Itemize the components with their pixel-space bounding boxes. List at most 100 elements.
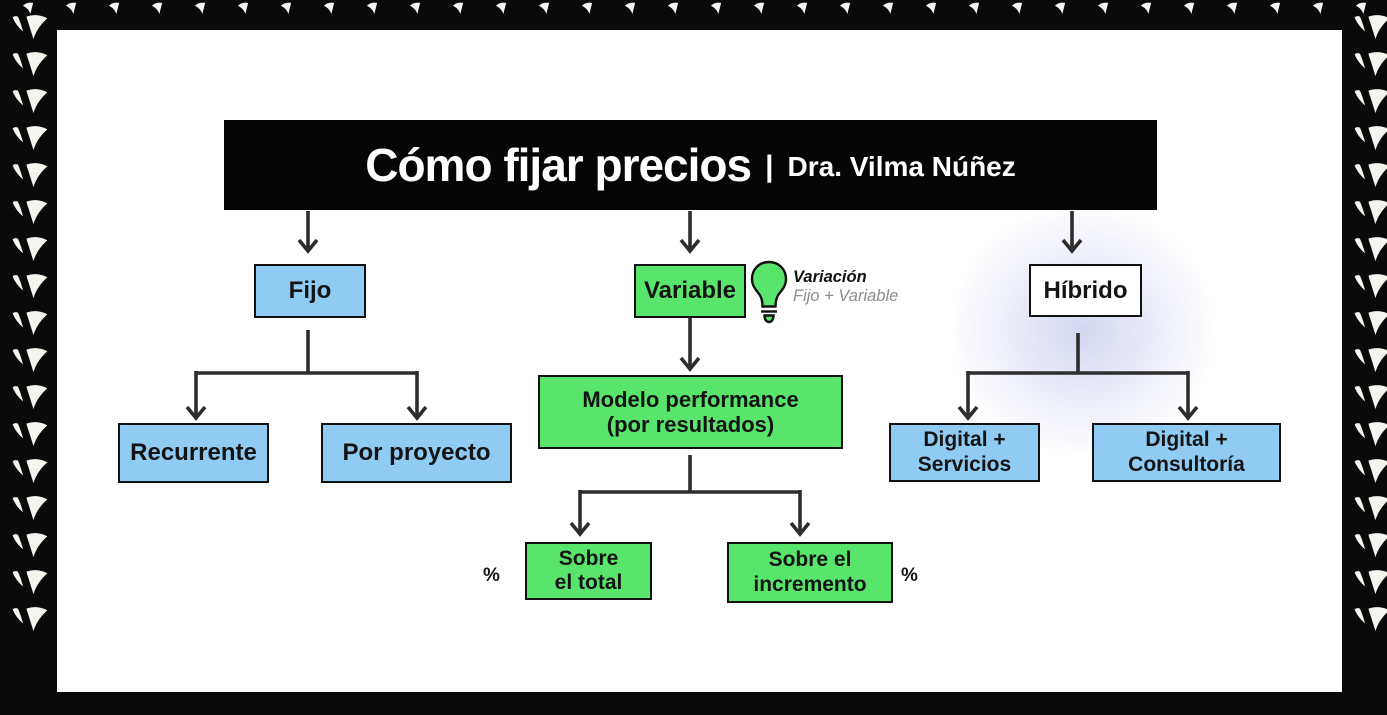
v7-brand-glyph-icon [12, 459, 48, 484]
v7-brand-glyph-icon [1354, 52, 1387, 77]
node-recurrente-label: Recurrente [130, 439, 257, 467]
node-modelo-performance-line2: (por resultados) [606, 412, 775, 437]
tick-mark-icon [495, 2, 507, 15]
node-recurrente: Recurrente [118, 423, 269, 483]
title-divider: | [765, 150, 774, 183]
node-modelo-performance: Modelo performance (por resultados) [538, 375, 843, 449]
tick-mark-icon [1226, 2, 1238, 15]
tick-mark-icon [1097, 2, 1109, 15]
v7-brand-glyph-icon [1354, 422, 1387, 447]
tick-mark-icon [151, 2, 163, 15]
percent-right-label: % [901, 565, 918, 586]
v7-brand-glyph-icon [12, 126, 48, 151]
v7-brand-glyph-icon [1354, 237, 1387, 262]
v7-brand-glyph-icon [1354, 89, 1387, 114]
v7-brand-glyph-icon [12, 311, 48, 336]
lightbulb-icon [750, 260, 788, 324]
v7-brand-glyph-icon [1354, 163, 1387, 188]
v7-brand-glyph-icon [1354, 570, 1387, 595]
v7-brand-glyph-icon [1354, 348, 1387, 373]
v7-brand-glyph-icon [1354, 496, 1387, 521]
node-sobre-el-total-line2: el total [554, 571, 623, 594]
tick-mark-icon [237, 2, 249, 15]
node-digital-consultoria-line2: Consultoría [1128, 452, 1245, 476]
v7-brand-glyph-icon [12, 52, 48, 77]
v7-brand-glyph-icon [1354, 311, 1387, 336]
tick-mark-icon [925, 2, 937, 15]
v7-brand-glyph-icon [12, 237, 48, 262]
tick-mark-icon [108, 2, 120, 15]
tick-mark-icon [710, 2, 722, 15]
tick-mark-icon [1054, 2, 1066, 15]
tick-mark-icon [452, 2, 464, 15]
tick-mark-icon [538, 2, 550, 15]
v7-brand-glyph-icon [12, 348, 48, 373]
node-sobre-el-incremento-line2: incremento [753, 572, 867, 596]
tick-mark-icon [1183, 2, 1195, 15]
page-title: Cómo fijar precios [365, 139, 752, 191]
tick-mark-icon [581, 2, 593, 15]
v7-brand-glyph-icon [12, 570, 48, 595]
node-hibrido-label: Híbrido [1043, 276, 1128, 304]
border-top [22, 2, 1382, 15]
variacion-subtitle: Fijo + Variable [793, 287, 899, 305]
v7-brand-glyph-icon [12, 163, 48, 188]
v7-brand-glyph-icon [1354, 15, 1387, 40]
tick-mark-icon [65, 2, 77, 15]
node-variable-label: Variable [643, 277, 737, 305]
node-modelo-performance-line1: Modelo performance [582, 386, 799, 412]
v7-brand-glyph-icon [1354, 126, 1387, 151]
node-digital-servicios-line1: Digital + [923, 428, 1006, 452]
node-digital-servicios: Digital + Servicios [889, 423, 1040, 482]
v7-brand-glyph-icon [12, 385, 48, 410]
tick-mark-icon [839, 2, 851, 15]
v7-brand-glyph-icon [1354, 274, 1387, 299]
percent-left-label: % [483, 565, 500, 586]
tick-mark-icon [280, 2, 292, 15]
tick-mark-icon [796, 2, 808, 15]
border-left [8, 14, 52, 632]
node-por-proyecto: Por proyecto [321, 423, 512, 483]
tick-mark-icon [22, 2, 34, 15]
v7-brand-glyph-icon [12, 200, 48, 225]
tick-mark-icon [624, 2, 636, 15]
node-sobre-el-incremento-line1: Sobre el [768, 548, 852, 572]
title-bar: Cómo fijar precios | Dra. Vilma Núñez [224, 120, 1157, 210]
v7-brand-glyph-icon [12, 496, 48, 521]
tick-mark-icon [194, 2, 206, 15]
v7-brand-glyph-icon [1354, 459, 1387, 484]
tick-mark-icon [882, 2, 894, 15]
v7-brand-glyph-icon [1354, 533, 1387, 558]
variacion-note: Variación Fijo + Variable [793, 268, 898, 306]
tick-mark-icon [968, 2, 980, 15]
node-digital-servicios-line2: Servicios [917, 452, 1012, 476]
v7-brand-glyph-icon [12, 422, 48, 447]
node-sobre-el-incremento: Sobre el incremento [727, 542, 893, 603]
node-variable: Variable [634, 264, 746, 318]
tick-mark-icon [1355, 2, 1367, 15]
border-right [1350, 14, 1387, 632]
v7-brand-glyph-icon [1354, 200, 1387, 225]
node-sobre-el-total-line1: Sobre [558, 546, 619, 570]
v7-brand-glyph-icon [12, 607, 48, 632]
node-sobre-el-total: Sobre el total [525, 542, 652, 600]
tick-mark-icon [667, 2, 679, 15]
node-hibrido: Híbrido [1029, 264, 1142, 317]
tick-mark-icon [1269, 2, 1281, 15]
v7-brand-glyph-icon [12, 274, 48, 299]
v7-brand-glyph-icon [12, 89, 48, 114]
tick-mark-icon [1312, 2, 1324, 15]
node-fijo-label: Fijo [288, 277, 332, 305]
tick-mark-icon [1011, 2, 1023, 15]
node-digital-consultoria-line1: Digital + [1145, 428, 1228, 452]
tick-mark-icon [409, 2, 421, 15]
tick-mark-icon [366, 2, 378, 15]
v7-brand-glyph-icon [1354, 607, 1387, 632]
tick-mark-icon [1140, 2, 1152, 15]
node-por-proyecto-label: Por proyecto [342, 439, 491, 467]
node-digital-consultoria: Digital + Consultoría [1092, 423, 1281, 482]
tick-mark-icon [323, 2, 335, 15]
author-name: Dra. Vilma Núñez [787, 151, 1016, 182]
